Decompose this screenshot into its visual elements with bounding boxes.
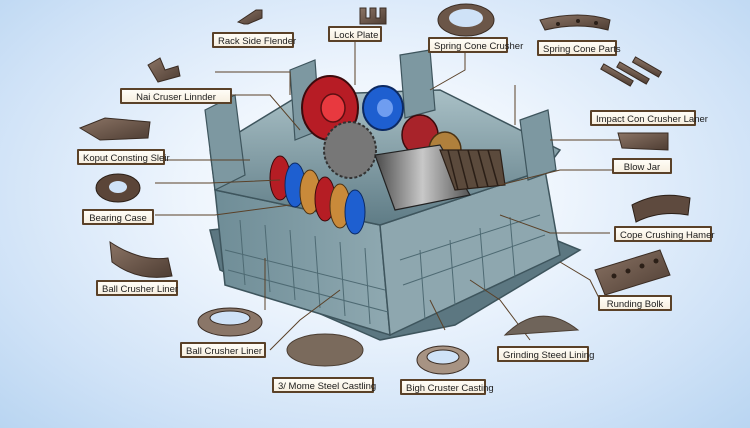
disc-stack [269,155,366,235]
lock-plate-icon [359,7,387,25]
label-bigh-cruster-casting: Bigh Cruster Casting [400,379,494,395]
label-nai-cruser-linnder: Nai Cruser Linnder [120,88,232,104]
label-rack-side-flender: Rack Side Flender [212,32,296,48]
label-impact-con-crusher-laner: Impact Con Crusher Laner [590,110,708,126]
blue-pulley-inner [377,99,393,117]
label-mome-steel-casting: 3/ Mome Steel Castling [272,377,376,393]
label-koput-consting-sleir: Koput Consting Sleir [77,149,170,165]
bar-parts-icon [600,56,663,87]
crusher-machine [204,49,582,341]
label-blow-jar: Blow Jar [612,158,672,174]
blow-bar-icon [617,132,669,151]
screw-thread [447,149,499,191]
front-ribs [224,214,546,325]
grit-pile-icon [503,315,580,336]
curved-liner-icon [109,240,173,278]
perforated-plate-icon [594,249,671,296]
left-upright [204,94,246,191]
cone-part-icon [539,14,611,31]
hammer-icon [631,194,691,223]
parts [78,3,691,375]
label-cope-crushing-hamer: Cope Crushing Hamer [614,226,715,242]
label-runding-bolk: Runding Bolk [598,295,672,311]
red-flywheel-inner [320,93,346,123]
label-grinding-steed-lining: Grinding Steed Lining [497,346,594,362]
slider-plate-icon [78,117,151,141]
right-upright [519,109,557,181]
label-spring-cone-crusher: Spring Cone Crusher [428,37,523,53]
steel-balls-icon [286,333,364,367]
label-ball-crusher-liner-2: Ball Crusher Liner [180,342,266,358]
rear-upright-2 [399,49,436,119]
label-lock-plate: Lock Plate [328,26,382,42]
label-spring-cone-parts: Spring Cone Parts [537,40,621,56]
label-ball-crusher-liner-1: Ball Crusher Liner [96,280,178,296]
leader-lines [155,40,640,351]
label-bearing-case: Bearing Case [82,209,154,225]
liner-bracket-icon [147,57,181,83]
grey-gear [323,121,377,179]
rack-icon [236,9,263,25]
